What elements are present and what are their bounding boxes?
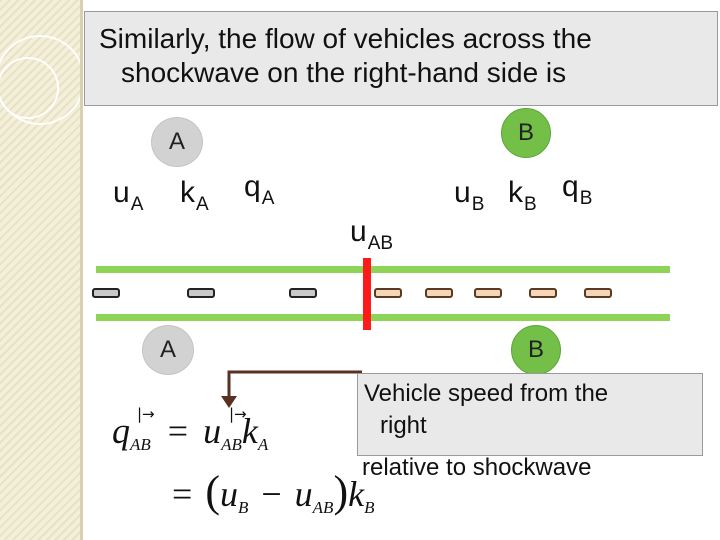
shockwave-marker (363, 258, 371, 330)
title-line-1: Similarly, the flow of vehicles across t… (99, 23, 592, 54)
annotation-text-line-1: Vehicle speed from the (364, 380, 609, 407)
sidebar-decoration (0, 0, 80, 540)
annotation-text-line-2: right (380, 412, 427, 439)
vehicle-downstream (474, 288, 502, 298)
ring-ornament-icon (0, 35, 80, 125)
vehicle-upstream (92, 288, 120, 298)
region-b-text: B (517, 119, 534, 146)
cursor-marker-icon: |→ (229, 405, 247, 423)
sidebar-divider (80, 0, 83, 540)
region-b-label-top: B (501, 108, 551, 158)
variable-ub: uB (454, 176, 485, 215)
region-a-label-top: A (151, 117, 203, 167)
page-title: Similarly, the flow of vehicles across t… (99, 22, 699, 90)
annotation-box (357, 373, 703, 456)
variable-uab: uAB (350, 215, 394, 254)
vehicle-downstream (374, 288, 402, 298)
lane-line-top (96, 266, 670, 273)
vehicle-downstream (425, 288, 453, 298)
equation-line-1: qAB = uABkA (112, 411, 269, 454)
region-a-label-bottom: A (142, 325, 194, 375)
title-line-2: shockwave on the right-hand side is (121, 57, 567, 88)
vehicle-upstream (187, 288, 215, 298)
variable-ua: uA (113, 176, 144, 215)
annotation-text-line-3: relative to shockwave (362, 454, 592, 481)
region-b-label-bottom: B (511, 325, 561, 375)
variable-qa: qA (244, 170, 275, 209)
region-a-text: A (159, 336, 176, 363)
lane-line-bottom (96, 314, 670, 321)
vehicle-upstream (289, 288, 317, 298)
vehicle-downstream (529, 288, 557, 298)
region-a-text: A (168, 128, 185, 155)
cursor-marker-icon: |→ (137, 405, 155, 423)
variable-kb: kB (508, 176, 537, 215)
variable-ka: kA (180, 176, 209, 215)
vehicle-downstream (584, 288, 612, 298)
title-box: Similarly, the flow of vehicles across t… (84, 11, 718, 106)
equation-line-2: = (uB − uAB)kB (172, 467, 375, 517)
region-b-text: B (527, 336, 544, 363)
variable-qb: qB (562, 170, 593, 209)
